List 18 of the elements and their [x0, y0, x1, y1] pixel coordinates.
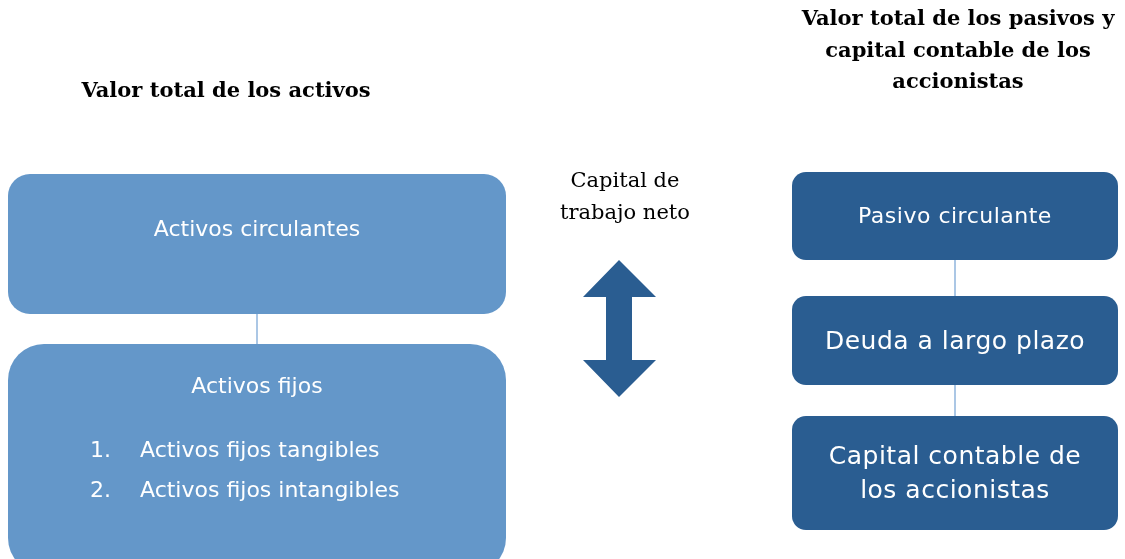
- box-label: Deuda a largo plazo: [824, 324, 1086, 357]
- connector-line: [954, 259, 956, 297]
- process-box: [8, 344, 506, 559]
- connector-line: [256, 313, 258, 345]
- process-box: [792, 416, 1118, 530]
- process-box: [792, 172, 1118, 260]
- box-label: Capital contable de los accionistas: [827, 440, 1083, 506]
- list-item: 1. Activos fijos tangibles: [90, 437, 381, 462]
- connector-line: [954, 384, 956, 417]
- column-heading: Valor total de los pasivos y capital contable de los accionistas: [800, 4, 1116, 95]
- column-heading: Valor total de los activos: [80, 76, 372, 104]
- process-box: [792, 296, 1118, 385]
- box-label: Pasivo circulante: [858, 202, 1052, 231]
- arrow-label: Capital de trabajo neto: [559, 167, 691, 226]
- list-item: 2. Activos fijos intangibles: [90, 477, 401, 502]
- box-heading: Activos fijos: [190, 373, 324, 398]
- box-label: Activos circulantes: [152, 216, 362, 241]
- process-box: [8, 174, 506, 314]
